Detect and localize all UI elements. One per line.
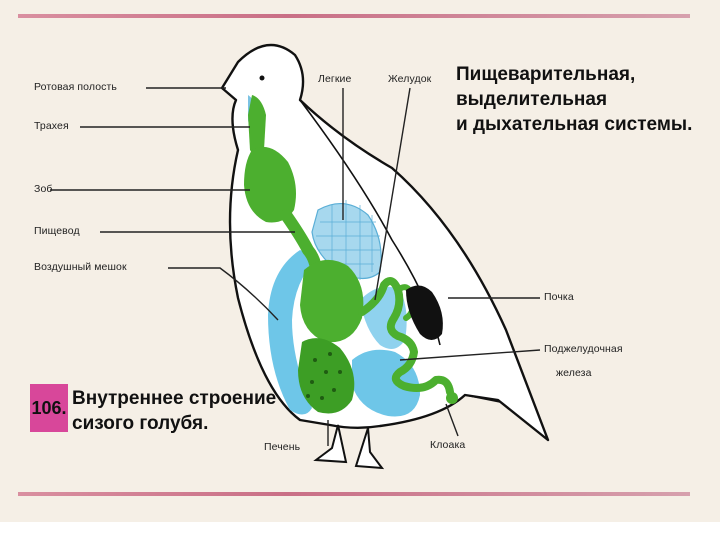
top-border-line: [18, 14, 690, 18]
tail-line: [464, 394, 501, 403]
leg-right: [354, 427, 385, 470]
intestine-loop: [358, 277, 454, 396]
label-crop: Зоб: [34, 183, 53, 195]
label-lungs: Легкие: [318, 73, 352, 85]
label-pancreas-line1: Поджелудочная: [544, 343, 623, 355]
label-kidney: Почка: [544, 291, 574, 303]
figure-number-badge: 106.: [30, 384, 68, 432]
figure-caption: Внутреннее строение сизого голубя.: [72, 386, 276, 436]
leg-left: [313, 424, 348, 464]
caption-line-2: сизого голубя.: [72, 413, 209, 434]
label-cloaca: Клоака: [430, 439, 466, 451]
title-line-3: и дыхательная системы.: [456, 114, 693, 135]
air-sac-long: [268, 250, 318, 415]
label-pancreas-line2: железа: [556, 367, 592, 379]
label-mouth: Ротовая полость: [34, 81, 117, 93]
title-line-1: Пищеварительная,: [456, 64, 636, 85]
eye: [259, 75, 265, 81]
label-trachea: Трахея: [34, 120, 69, 132]
cloaca-shape: [446, 392, 458, 404]
stomach-shape: [300, 259, 364, 343]
liver-shape: [298, 338, 355, 414]
diagram-title: Пищеварительная, выделительная и дыхател…: [456, 62, 692, 137]
caption-line-1: Внутреннее строение: [72, 388, 277, 409]
label-air-sac: Воздушный мешок: [34, 261, 127, 273]
esophagus-shape: [248, 95, 266, 155]
bottom-border-line: [18, 492, 690, 496]
kidney-shape: [406, 285, 443, 340]
liver-texture: [306, 352, 342, 400]
label-liver: Печень: [264, 441, 301, 453]
crop-shape: [244, 146, 296, 223]
label-stomach: Желудок: [388, 73, 432, 85]
title-line-2: выделительная: [456, 89, 608, 110]
leader-lines: [50, 87, 541, 446]
label-esophagus: Пищевод: [34, 225, 80, 237]
